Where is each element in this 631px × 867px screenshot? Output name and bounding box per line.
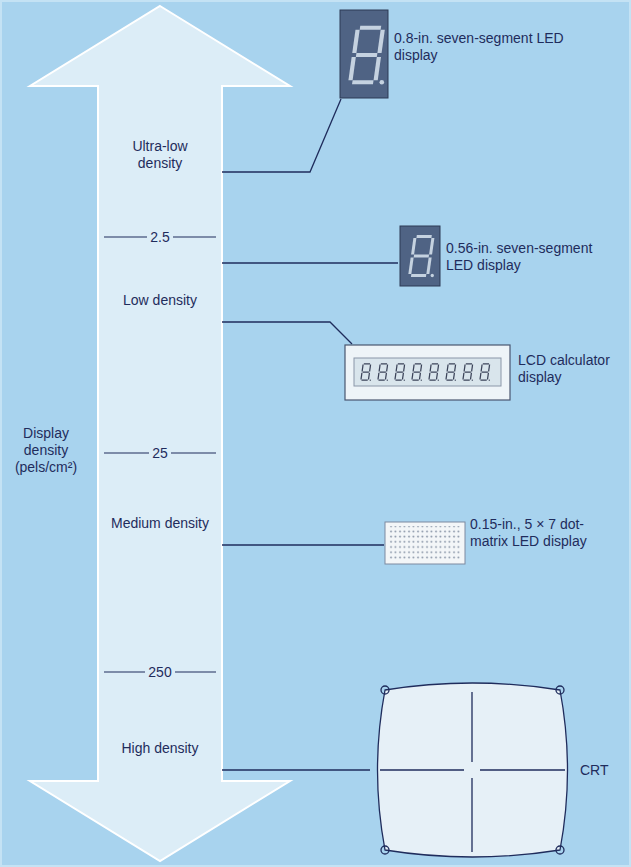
band-label: Low density — [123, 292, 197, 308]
axis-label-box: Display density (pels/cm²) — [6, 425, 86, 476]
tick-value: 2.5 — [147, 229, 172, 245]
tick-value: 250 — [145, 664, 174, 680]
display-label-box: LCD calculator display — [518, 352, 623, 386]
display-label-box: CRT — [580, 762, 625, 779]
display-label-box: 0.8-in. seven-segment LED display — [394, 30, 564, 64]
crt-screen — [378, 683, 568, 857]
display-label: 0.8-in. seven-segment LED display — [394, 30, 564, 63]
band-label-box: Ultra-low density — [115, 138, 205, 172]
tick-value-box: 2.5 — [125, 229, 195, 246]
display-label: 0.15-in., 5 × 7 dot-matrix LED display — [470, 516, 587, 549]
tick-value-box: 25 — [125, 445, 195, 462]
scale-ticks — [104, 237, 216, 672]
band-label: Medium density — [111, 515, 209, 531]
display-label: LCD calculator display — [518, 352, 610, 385]
dot-matrix-display — [385, 522, 465, 564]
lcd-display — [345, 345, 510, 400]
seven-segment-small — [400, 226, 440, 286]
axis-label: Display density (pels/cm²) — [15, 425, 77, 475]
display-label-box: 0.56-in. seven-segment LED display — [446, 240, 616, 274]
band-label-box: High density — [115, 740, 205, 757]
band-label: High density — [121, 740, 198, 756]
band-label-box: Medium density — [110, 515, 210, 532]
seven-segment-large — [340, 10, 388, 98]
display-label-box: 0.15-in., 5 × 7 dot-matrix LED display — [470, 516, 622, 550]
display-label: CRT — [580, 762, 609, 778]
tick-value-box: 250 — [125, 664, 195, 681]
display-label: 0.56-in. seven-segment LED display — [446, 240, 592, 273]
band-label: Ultra-low density — [132, 138, 187, 171]
leader-lines — [222, 99, 398, 770]
tick-value: 25 — [149, 445, 171, 461]
band-label-box: Low density — [115, 292, 205, 309]
density-arrow — [30, 6, 290, 861]
